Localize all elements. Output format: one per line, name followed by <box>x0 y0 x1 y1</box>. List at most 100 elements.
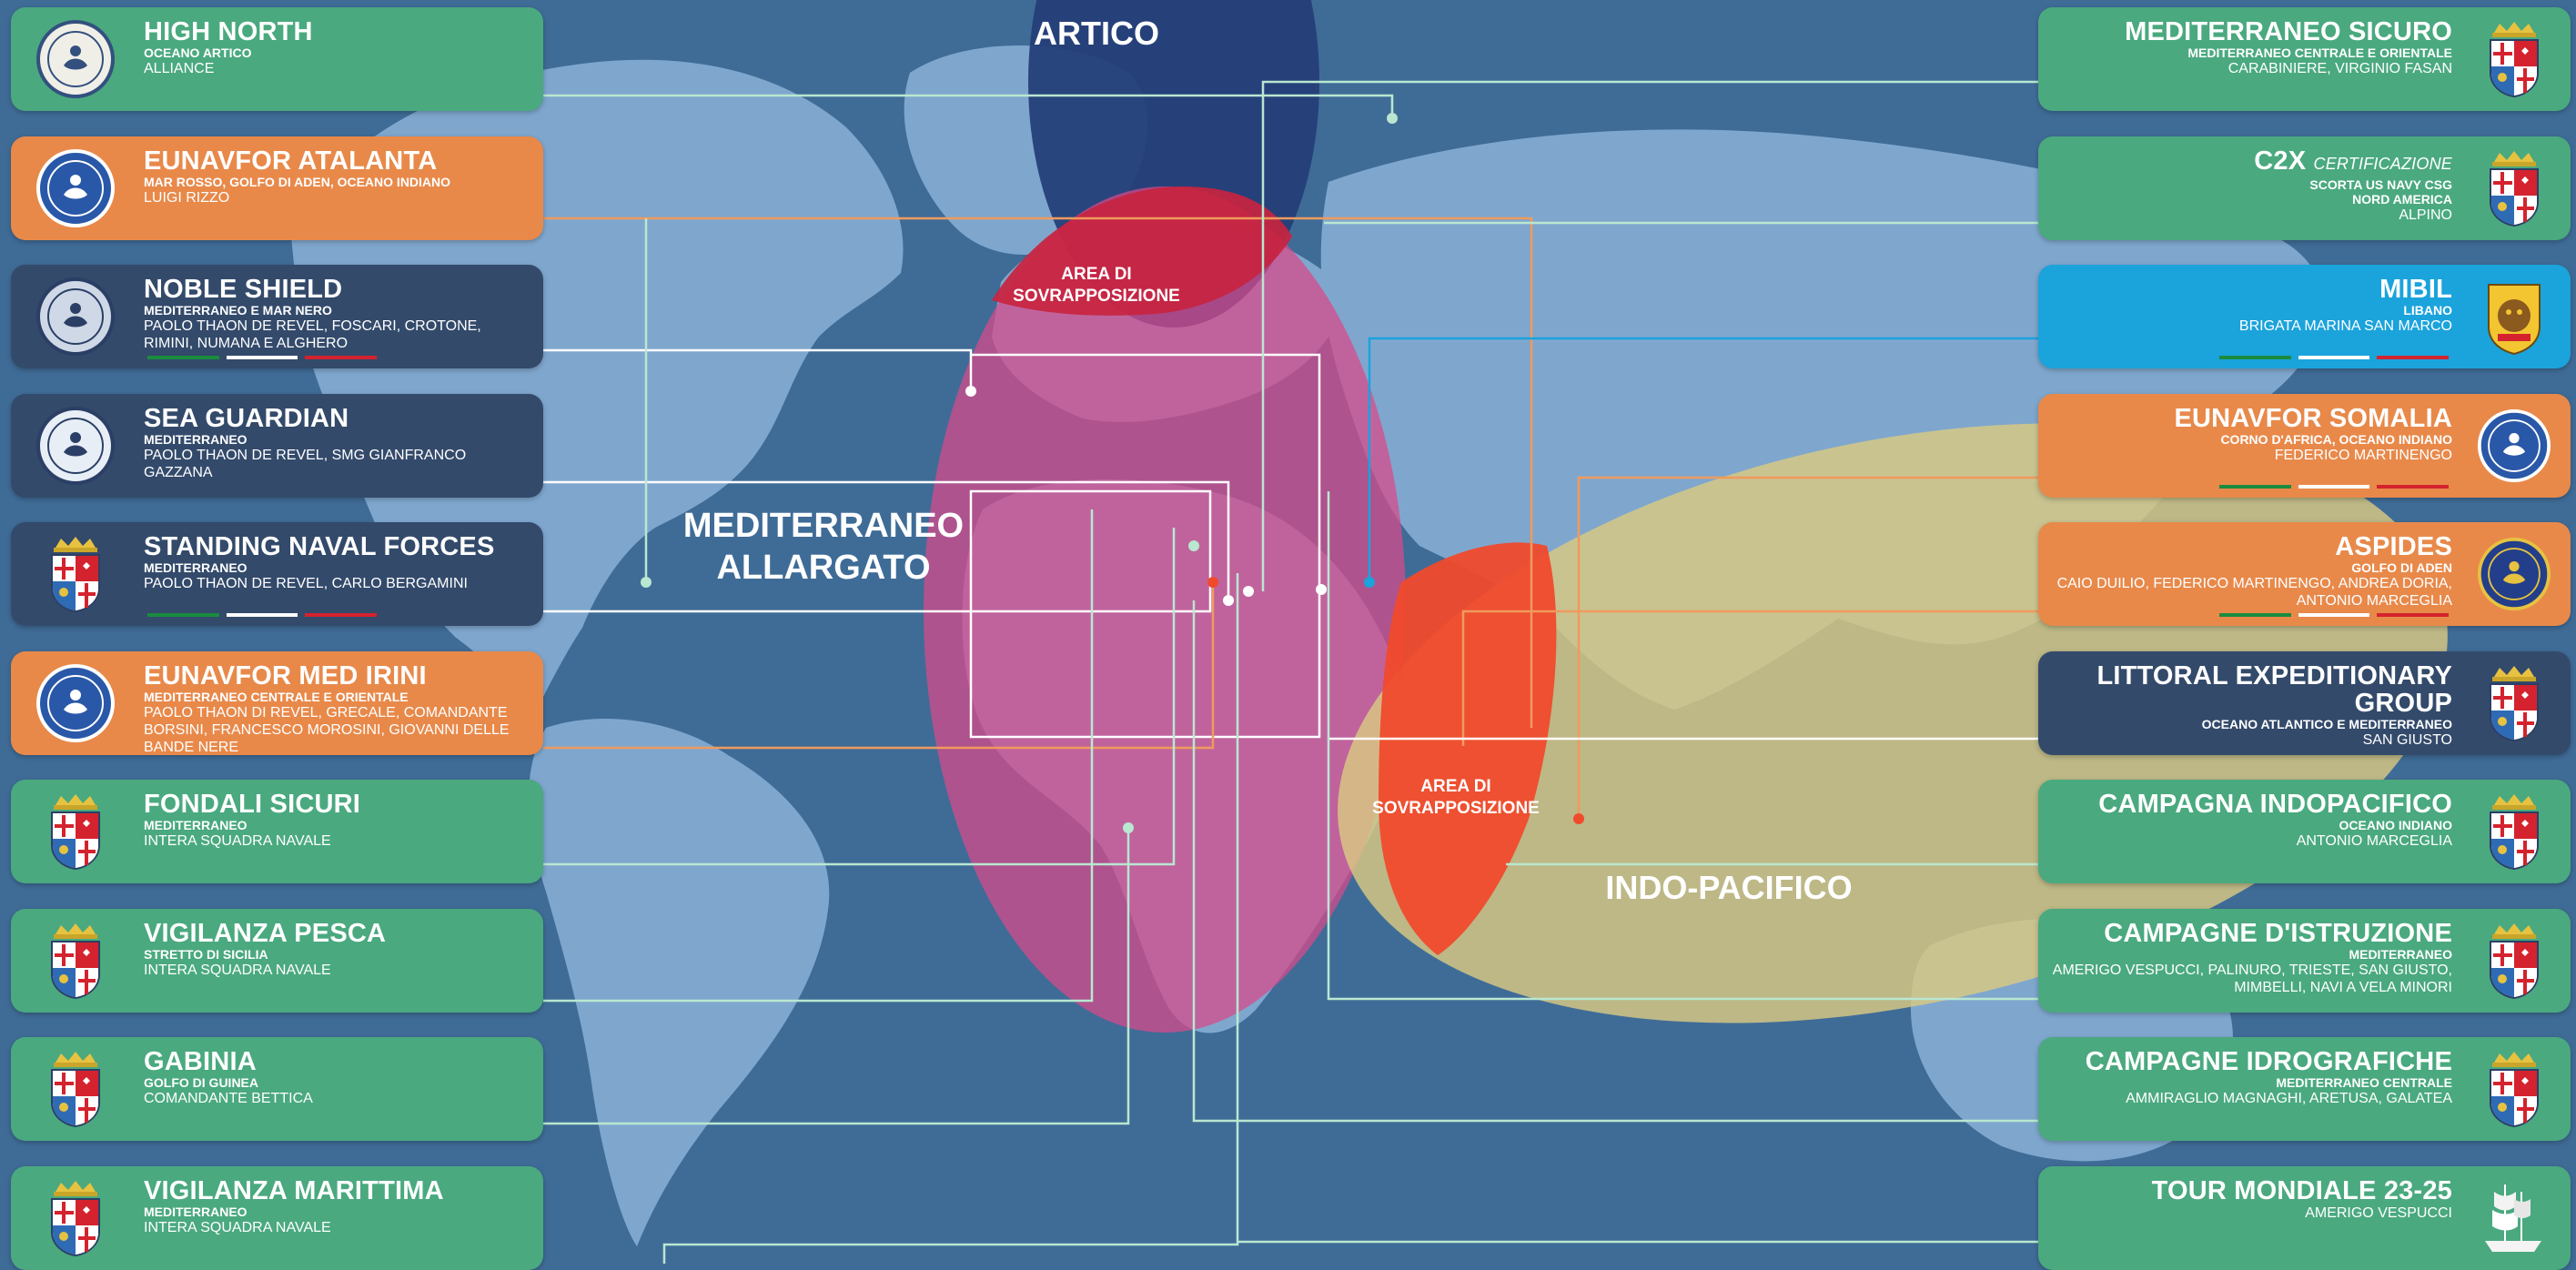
card-subtitle: CERTIFICAZIONE <box>2313 154 2452 173</box>
overlap-north-line1: AREA DI <box>1061 265 1132 284</box>
artico-label: ARTICO <box>1034 15 1159 52</box>
card-title-text: LITTORAL EXPEDITIONARY GROUP <box>2096 660 2452 718</box>
card-title-text: ASPIDES <box>2335 532 2452 561</box>
marina-militare-crest-icon <box>36 1050 115 1128</box>
card-units: PAOLO THAON DE REVEL, CARLO BERGAMINI <box>144 576 468 591</box>
card-region-secondary: NORD AMERICA <box>2352 191 2452 207</box>
card-units: PAOLO THAON DE REVEL, FOSCARI, CROTONE, … <box>144 318 481 351</box>
card-title-text: MEDITERRANEO SICURO <box>2125 17 2452 46</box>
card-units: INTERA SQUADRA NAVALE <box>144 962 331 978</box>
card-units: AMMIRAGLIO MAGNAGHI, ARETUSA, GALATEA <box>2126 1091 2452 1106</box>
card-title: FONDALI SICURI <box>144 791 530 818</box>
marina-militare-crest-icon <box>36 535 115 613</box>
marker-med-3 <box>1243 586 1254 597</box>
south-america <box>529 719 830 1246</box>
card-region: LIBANO <box>2403 303 2452 318</box>
italian-flag-stripe <box>144 613 380 617</box>
connector-lines <box>543 80 2038 1264</box>
card-region: GOLFO DI ADEN <box>2351 560 2452 575</box>
aspides-crest-icon <box>2478 535 2551 613</box>
overlap-south-label: AREA DI SOVRAPPOSIZIONE <box>1365 776 1547 820</box>
card-title-text: CAMPAGNA INDOPACIFICO <box>2098 790 2452 819</box>
card-title: LITTORAL EXPEDITIONARY GROUP <box>2051 662 2452 717</box>
card-units: BRIGATA MARINA SAN MARCO <box>2238 318 2452 334</box>
connector-mibil <box>1368 337 2038 582</box>
card-units: AMERIGO VESPUCCI, PALINURO, TRIESTE, SAN… <box>2052 962 2452 995</box>
card-units: CAIO DUILIO, FEDERICO MARTINENGO, ANDREA… <box>2056 576 2452 609</box>
card-title-text: EUNAVFOR SOMALIA <box>2174 403 2452 433</box>
card-title-text: EUNAVFOR ATALANTA <box>144 146 438 176</box>
card-region: MAR ROSSO, GOLFO DI ADEN, OCEANO INDIANO <box>144 174 451 189</box>
card-region: MEDITERRANEO CENTRALE <box>2276 1075 2452 1090</box>
card-region: OCEANO ATLANTICO E MEDITERRANEO <box>2201 716 2452 731</box>
overlap-north-label: AREA DI SOVRAPPOSIZIONE <box>1010 264 1183 307</box>
card-title-text: NOBLE SHIELD <box>144 275 343 304</box>
connector-standing-naval <box>543 353 1321 739</box>
italian-flag-stripe <box>2216 484 2452 489</box>
connector-irini <box>543 582 1215 750</box>
marker-med-5 <box>1188 540 1199 551</box>
marker-med-2 <box>1223 595 1234 606</box>
marker-med-1 <box>1207 577 1218 588</box>
card-title-text: FONDALI SICURI <box>144 790 361 819</box>
card-title: MIBIL <box>2051 276 2452 303</box>
eunavfor-somalia-crest-icon <box>2478 407 2551 485</box>
high-north-crest-icon <box>36 20 115 98</box>
card-title: CAMPAGNE IDROGRAFICHE <box>2051 1048 2452 1075</box>
marker-gabinia <box>1123 822 1134 833</box>
card-title-text: C2X <box>2254 146 2307 176</box>
connector-idrografiche <box>1192 600 2038 1123</box>
card-units: LUIGI RIZZO <box>144 189 230 206</box>
card-units: ALPINO <box>2399 207 2452 223</box>
italian-flag-stripe <box>2216 356 2452 359</box>
card-title-text: EUNAVFOR MED IRINI <box>144 660 427 690</box>
card-region: MEDITERRANEO CENTRALE E ORIENTALE <box>144 689 409 704</box>
card-units: PAOLO THAON DE REVEL, SMG GIANFRANCO GAZ… <box>144 447 467 480</box>
connector-vigilanza-marittima <box>662 573 1239 1264</box>
card-units: INTERA SQUADRA NAVALE <box>144 1219 331 1235</box>
marker-atlantic <box>641 577 652 588</box>
card-title-text: HIGH NORTH <box>144 17 313 46</box>
connector-noble-shield <box>543 348 973 391</box>
italian-flag-stripe <box>144 356 380 359</box>
marker-med-4 <box>1316 584 1327 595</box>
card-title-text: SEA GUARDIAN <box>144 403 349 433</box>
marina-militare-crest-icon <box>36 922 115 1000</box>
mediterraneo-allargato-zone <box>924 186 1406 1033</box>
marina-militare-crest-icon <box>2478 1050 2551 1128</box>
sea-guardian-crest-icon <box>36 406 115 485</box>
card-title: EUNAVFOR SOMALIA <box>2051 405 2452 432</box>
